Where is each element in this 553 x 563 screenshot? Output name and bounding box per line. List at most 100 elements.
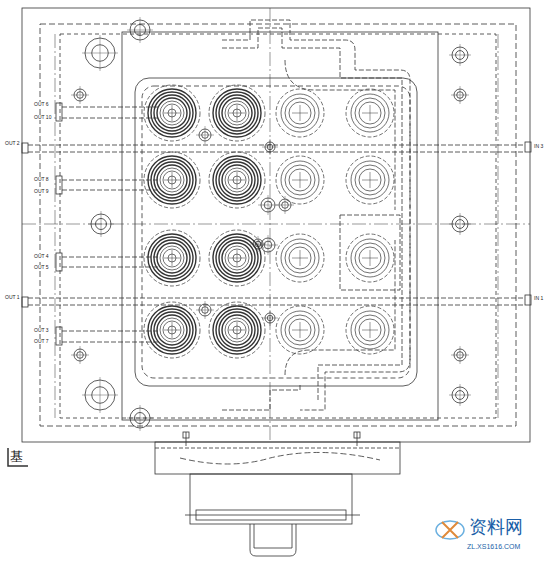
- center-mark: [449, 384, 471, 406]
- cavity-ring: [163, 104, 181, 122]
- center-mark: [229, 172, 245, 188]
- watermark-url: ZL.XS1616.COM: [466, 543, 521, 550]
- ports: [22, 103, 531, 345]
- bolt-holes: [71, 17, 471, 431]
- port-label: OUT 3: [33, 328, 50, 333]
- cavity-ring: [289, 169, 311, 191]
- port-label: OUT 8: [33, 177, 50, 182]
- cavity-ring: [157, 165, 187, 195]
- center-mark: [229, 250, 245, 266]
- cavity-ring: [148, 306, 196, 354]
- port-label: OUT 6: [33, 102, 50, 107]
- base-attachment: [155, 432, 400, 556]
- cavity-ring: [144, 302, 200, 358]
- datum-label: 基: [9, 450, 24, 463]
- cavity-ring: [355, 243, 385, 273]
- cavity-ring: [359, 247, 381, 269]
- cavity-ring: [289, 319, 311, 341]
- center-mark: [262, 139, 278, 155]
- port-label: IN 3: [533, 144, 544, 149]
- cavity-ring: [346, 89, 394, 137]
- cavity-ring: [151, 237, 193, 279]
- cavity-ring: [228, 321, 246, 339]
- port-label: OUT 5: [33, 265, 50, 270]
- cavity-ring: [157, 98, 187, 128]
- cavity-ring: [355, 165, 385, 195]
- cavity-ring: [281, 311, 319, 349]
- cavity-ring: [151, 159, 193, 201]
- center-mark: [449, 44, 471, 66]
- cavity-ring: [144, 85, 200, 141]
- cavity-ring: [154, 162, 190, 198]
- center-mark: [229, 322, 245, 338]
- center-mark: [362, 172, 378, 188]
- center-mark: [362, 250, 378, 266]
- cavity-ring: [281, 94, 319, 132]
- cavity-ring: [351, 94, 389, 132]
- cavity-ring: [163, 321, 181, 339]
- center-mark: [71, 86, 89, 104]
- cavity-ring: [154, 312, 190, 348]
- cavity-ring: [225, 246, 249, 270]
- cavity-ring: [359, 319, 381, 341]
- center-mark: [451, 86, 469, 104]
- cavity-ring: [160, 318, 184, 342]
- center-mark: [258, 235, 278, 255]
- cavity-ring: [276, 89, 324, 137]
- mold-plates: [22, 8, 530, 442]
- watermark: 资料网: [468, 518, 524, 536]
- cavity-ring: [209, 302, 265, 358]
- center-mark: [71, 346, 89, 364]
- port-label: OUT 1: [4, 295, 21, 300]
- cavity-ring: [281, 161, 319, 199]
- center-mark: [88, 211, 114, 237]
- cavity-ring: [216, 237, 258, 279]
- cavity-ring: [160, 168, 184, 192]
- cavity-ring: [346, 234, 394, 282]
- cavity-ring: [157, 243, 187, 273]
- center-mark: [164, 172, 180, 188]
- center-mark: [292, 105, 308, 121]
- center-mark: [362, 322, 378, 338]
- cavity-ring: [228, 104, 246, 122]
- cavity-ring: [157, 315, 187, 345]
- center-mark: [292, 250, 308, 266]
- cavity-ring: [351, 239, 389, 277]
- port-label: IN 1: [533, 296, 544, 301]
- cavity-ring: [163, 249, 181, 267]
- cavity-ring: [222, 315, 252, 345]
- port-label: OUT 4: [33, 254, 50, 259]
- cavity-ring: [216, 159, 258, 201]
- cavity-ring: [346, 156, 394, 204]
- cavity-ring: [228, 171, 246, 189]
- cavity-ring: [222, 243, 252, 273]
- cavity-ring: [351, 161, 389, 199]
- center-mark: [449, 213, 471, 235]
- center-mark: [127, 17, 153, 43]
- cavity-ring: [213, 234, 261, 282]
- port-label: OUT 7: [33, 339, 50, 344]
- cavity-ring: [219, 95, 255, 131]
- center-mark: [164, 250, 180, 266]
- cavity-ring: [225, 318, 249, 342]
- center-mark: [127, 405, 153, 431]
- cavity-ring: [359, 169, 381, 191]
- cavity-ring: [216, 309, 258, 351]
- cavity-ring: [151, 309, 193, 351]
- cavity-ring: [276, 306, 324, 354]
- cavity-ring: [216, 92, 258, 134]
- cavities: [144, 85, 394, 358]
- cavity-ring: [276, 234, 324, 282]
- cavity-ring: [151, 92, 193, 134]
- cavity-ring: [160, 101, 184, 125]
- cavity-ring: [148, 89, 196, 137]
- cavity-ring: [144, 152, 200, 208]
- center-mark: [258, 195, 278, 215]
- center-mark: [164, 322, 180, 338]
- center-mark: [196, 126, 214, 144]
- datum-symbol: [8, 448, 28, 466]
- cavity-ring: [219, 240, 255, 276]
- cavity-ring: [351, 311, 389, 349]
- cavity-ring: [213, 306, 261, 354]
